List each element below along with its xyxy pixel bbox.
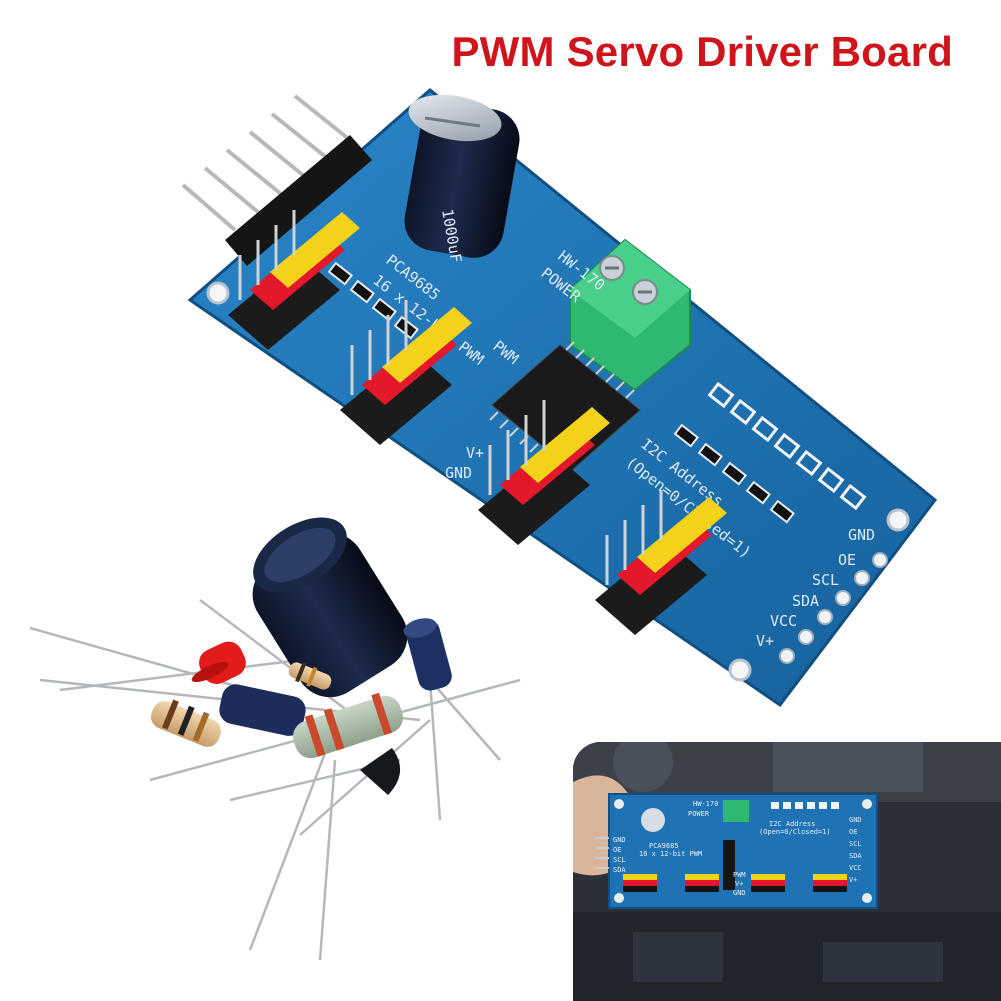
lying-capacitor <box>219 684 306 736</box>
inset-right-sda: SDA <box>849 852 862 860</box>
pca9685-chip <box>489 341 641 471</box>
inset-chip-label: PCA9685 <box>649 842 679 850</box>
row-label-gnd: GND <box>445 464 472 482</box>
transistor <box>360 748 401 795</box>
product-title: PWM Servo Driver Board <box>451 28 953 75</box>
smd-resistors <box>327 261 795 524</box>
inset-chip-sublabel: 16 x 12-bit PWM <box>639 850 702 858</box>
pin-label-scl: SCL <box>812 571 839 589</box>
inset-scene: I2C Address (Open=0/Closed=1) PCA9685 16… <box>573 742 1001 1001</box>
address-jumpers <box>707 381 867 511</box>
resistor-tan-small <box>288 662 332 690</box>
right-pin-pads: GND OE SCL SDA VCC V+ <box>756 526 888 664</box>
inset-right-oe: OE <box>849 828 857 836</box>
pin-label-gnd: GND <box>848 526 875 544</box>
inset-right-gnd: GND <box>849 816 862 824</box>
mount-hole <box>728 658 752 682</box>
inset-row-gnd: GND <box>733 889 746 897</box>
mount-hole <box>886 508 910 532</box>
small-capacitor <box>403 618 452 691</box>
inset-row-vplus: V+ <box>735 880 743 888</box>
pin-label-vcc: VCC <box>770 612 797 630</box>
inset-left-oe: OE <box>613 846 621 854</box>
pin-label-vplus: V+ <box>756 632 774 650</box>
inset-right-vcc: VCC <box>849 864 862 872</box>
pin-label-oe: OE <box>838 551 856 569</box>
servo-headers <box>228 212 727 635</box>
inset-left-sda: SDA <box>613 866 626 874</box>
row-label-vplus: V+ <box>466 444 484 462</box>
inset-right-scl: SCL <box>849 840 862 848</box>
loose-components <box>29 517 521 961</box>
mount-hole <box>206 281 230 305</box>
header-pins <box>238 210 663 585</box>
screw-terminal <box>569 238 691 392</box>
pwm-driver-board: 1000uF PCA9685 <box>181 88 938 708</box>
resistor-tan-left <box>150 699 222 747</box>
left-pin-header <box>181 94 372 266</box>
large-capacitor <box>252 517 408 698</box>
inset-model-label: HW-170 <box>693 800 718 808</box>
inset-left-gnd: GND <box>613 836 626 844</box>
resistor-green <box>293 692 403 759</box>
pin-label-sda: SDA <box>792 592 819 610</box>
inset-row-pwm: PWM <box>733 871 746 879</box>
inset-photo: I2C Address (Open=0/Closed=1) PCA9685 16… <box>573 742 1001 1001</box>
inset-i2c-sublabel: (Open=0/Closed=1) <box>759 828 831 836</box>
inset-power-label: POWER <box>688 810 710 818</box>
inset-servo-headers <box>623 874 847 892</box>
inset-i2c-label: I2C Address <box>769 820 815 828</box>
inset-right-vplus: V+ <box>849 876 857 884</box>
red-led <box>191 641 246 685</box>
inset-left-scl: SCL <box>613 856 626 864</box>
